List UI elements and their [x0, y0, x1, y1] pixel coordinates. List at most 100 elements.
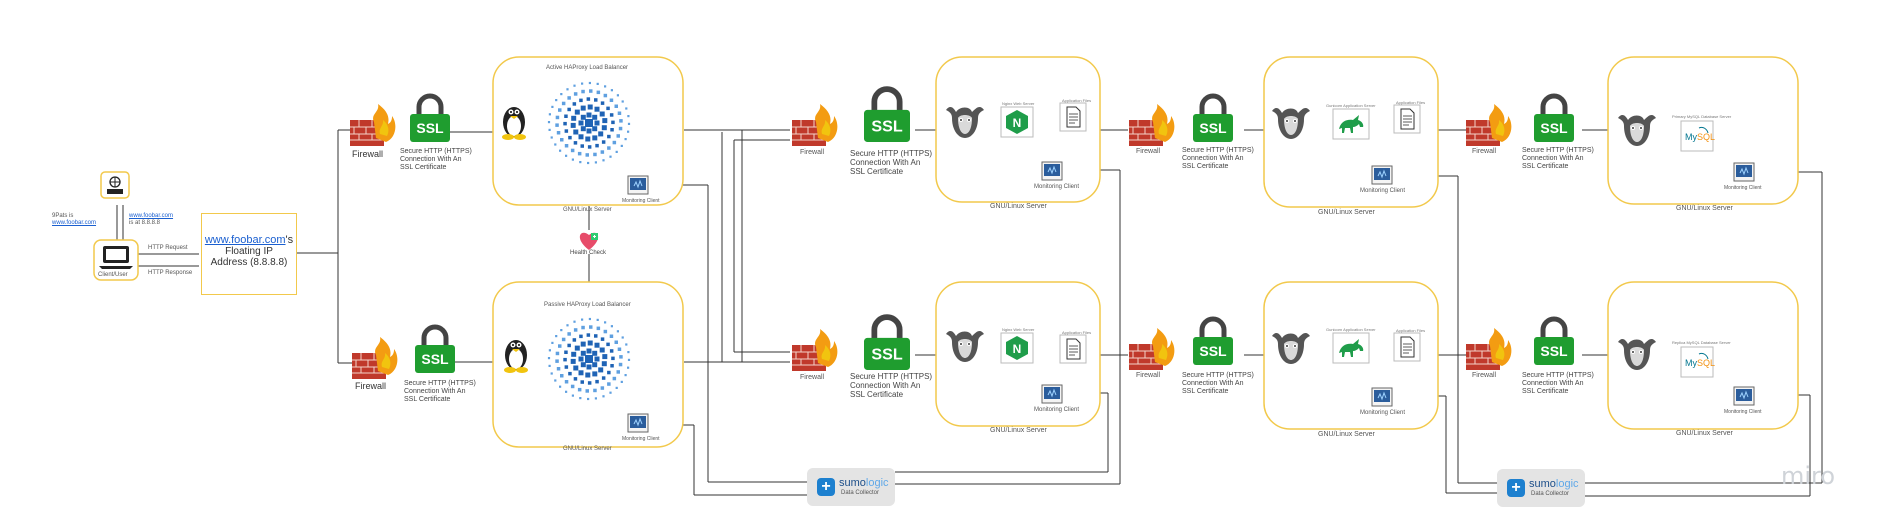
haproxy-dot: [555, 115, 560, 120]
floating-ip-box: www.foobar.com's Floating IP Address (8.…: [201, 213, 297, 295]
haproxy-dot: [624, 138, 627, 141]
haproxy-dot: [564, 114, 568, 118]
haproxy-dot: [607, 370, 611, 375]
firewall-label: Firewall: [1136, 372, 1161, 379]
connection-lines: [116, 116, 1823, 497]
haproxy-dot: [551, 105, 554, 108]
ssl-caption: Secure HTTP (HTTPS) Connection With An S…: [404, 380, 476, 404]
haproxy-dot: [579, 334, 583, 339]
haproxy-dot: [573, 320, 576, 323]
haproxy-dot: [585, 355, 593, 363]
nginx-icon: [1000, 106, 1034, 138]
haproxy-dot: [580, 144, 584, 148]
floating-ip-link[interactable]: www.foobar.com: [204, 234, 286, 246]
haproxy-dot: [602, 354, 608, 360]
ssl-caption: Secure HTTP (HTTPS) Connection With An S…: [400, 148, 472, 172]
nginx-caption: Nginx Web Server: [1002, 101, 1035, 106]
haproxy-dot: [565, 154, 568, 157]
haproxy-dot: [555, 99, 558, 102]
haproxy-dot: [559, 149, 562, 152]
firewall-label: Firewall: [1472, 372, 1497, 379]
haproxy-dot: [573, 84, 576, 87]
haproxy-dot: [602, 395, 605, 398]
ssl-caption-line: Secure HTTP (HTTPS): [850, 372, 933, 381]
sumologic-word: sumo: [1529, 478, 1556, 490]
mysql-caption: Replica MySQL Database Server: [1672, 340, 1731, 345]
haproxy-dot: [610, 364, 614, 368]
firewall-icon: [791, 103, 838, 147]
ssl-caption-line: SSL Certificate: [1182, 163, 1229, 170]
haproxy-dot: [616, 330, 619, 333]
application-files-icon: [1059, 334, 1087, 364]
haproxy-dot: [612, 140, 617, 145]
haproxy-dot: [609, 98, 614, 102]
haproxy-dot: [586, 128, 592, 134]
haproxy-dot: [548, 128, 551, 131]
haproxy-dot: [573, 328, 578, 332]
haproxy-dot: [594, 98, 598, 102]
application-files-icon: [1393, 332, 1421, 362]
haproxy-dot: [580, 126, 586, 132]
haproxy-dot: [585, 153, 589, 157]
server-caption: GNU/Linux Server: [1318, 209, 1375, 216]
haproxy-dot: [578, 370, 584, 376]
haproxy-dot: [570, 384, 575, 389]
ssl-caption-line: SSL Certificate: [1182, 388, 1229, 395]
mysql-caption: Primary MySQL Database Server: [1672, 114, 1732, 119]
haproxy-dot: [586, 364, 592, 370]
server-caption: GNU/Linux Server: [990, 427, 1047, 434]
haproxy-dot: [548, 364, 551, 367]
plus-icon: +: [817, 478, 835, 496]
haproxy-dot: [564, 129, 569, 133]
haproxy-dot: [594, 106, 600, 112]
app-server-caption: Gunicorn Application Server: [1326, 327, 1376, 332]
ssl-caption-line: Secure HTTP (HTTPS): [1522, 372, 1594, 379]
haproxy-dot: [601, 140, 606, 144]
ssl-caption-line: SSL Certificate: [850, 390, 904, 399]
monitoring-label: Monitoring Client: [1034, 407, 1080, 413]
dns-note-link[interactable]: www.foobar.com: [52, 220, 97, 226]
ssl-caption-line: Secure HTTP (HTTPS): [404, 380, 476, 387]
ssl-caption: Secure HTTP (HTTPS) Connection With An S…: [850, 372, 932, 399]
server-caption: GNU/Linux Server: [990, 203, 1047, 210]
haproxy-dot: [607, 134, 611, 139]
monitor-icon: [1733, 386, 1755, 406]
haproxy-dot: [581, 318, 584, 321]
haproxy-dot: [610, 325, 613, 328]
monitoring-label: Monitoring Client: [1034, 184, 1080, 190]
haproxy-dot: [586, 348, 592, 354]
haproxy-dot: [585, 372, 591, 378]
ssl-caption: Secure HTTP (HTTPS) Connection With An S…: [1522, 372, 1594, 396]
haproxy-dot: [559, 385, 562, 388]
resolve-link[interactable]: www.foobar.com: [129, 213, 174, 219]
haproxy-dot: [573, 365, 579, 371]
haproxy-dot: [574, 345, 580, 351]
haproxy-dot: [573, 129, 579, 135]
haproxy-dot: [615, 150, 618, 153]
firewall-icon: [351, 336, 398, 380]
haproxy-dot: [587, 161, 590, 165]
haproxy-dot: [566, 88, 569, 91]
app-files-caption: Application Files: [1396, 100, 1426, 105]
sumologic-logo: sumologic: [839, 477, 889, 489]
haproxy-dot: [607, 146, 611, 150]
ssl-lock-icon: [1534, 319, 1574, 365]
haproxy-dot: [595, 143, 599, 148]
haproxy-dot: [596, 326, 601, 331]
sumologic-sub: Data Collector: [841, 490, 880, 496]
haproxy-dot: [616, 94, 619, 97]
haproxy-dot: [567, 107, 571, 112]
http-request-label: HTTP Request: [148, 245, 188, 251]
dns-server-icon: [100, 171, 130, 199]
haproxy-dot: [589, 325, 593, 329]
miro-watermark: miro: [1781, 462, 1836, 490]
haproxy-dot: [586, 97, 591, 101]
haproxy-dot: [587, 397, 590, 401]
haproxy-dot: [560, 374, 564, 378]
haproxy-dot: [617, 111, 622, 115]
gunicorn-icon: [1332, 108, 1370, 140]
haproxy-dot: [598, 131, 604, 137]
haproxy-dot: [627, 130, 630, 133]
haproxy-dot: [564, 365, 569, 369]
